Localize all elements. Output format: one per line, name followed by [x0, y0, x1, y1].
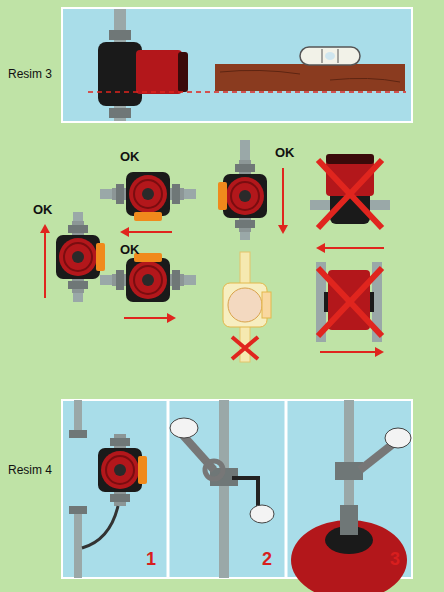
pump-orientations-part: [282, 168, 284, 226]
level-panel-part: [220, 70, 400, 82]
figure-title: Resim 4: [8, 464, 52, 477]
mounting-panel-part: [232, 478, 258, 508]
mounting-panel-part: [74, 506, 82, 578]
pump-orientations: [40, 140, 288, 362]
wrong-orientations-part: [320, 351, 376, 353]
mounting-panel-part: [69, 430, 87, 438]
level-panel-part: [109, 30, 131, 40]
level-panel-part: [322, 49, 323, 63]
level-panel: [62, 8, 412, 122]
pump-orientations-part: [278, 225, 288, 234]
pump-orientations-part: [112, 172, 184, 221]
level-panel-part: [98, 42, 142, 106]
mounting-panel-part: [335, 462, 363, 480]
pump-orientations-part: [112, 253, 184, 302]
pump-orientations-part: [228, 288, 262, 322]
level-panel-part: [325, 52, 335, 60]
level-panel-part: [338, 49, 339, 63]
wrong-orientations-part: [375, 347, 384, 357]
mounting-panel: [62, 400, 412, 592]
level-panel-part: [178, 52, 188, 92]
wrong-orientations-part: [316, 243, 325, 253]
mounting-panel-part: [344, 400, 354, 520]
wrong-orientations-part: [318, 160, 382, 228]
pump-orientations-part: [262, 292, 271, 318]
mounting-panel-part: [170, 418, 198, 438]
wrong-orientations-part: [326, 154, 374, 164]
mounting-panel-part: [385, 428, 411, 448]
mounting-panel-part: [285, 400, 288, 578]
wrong-orientations-part: [318, 268, 382, 336]
level-panel-part: [88, 91, 406, 93]
pump-orientations-part: [223, 283, 267, 327]
pump-orientations-part: [40, 224, 50, 233]
ok-label: OK: [120, 150, 140, 164]
pump-orientations-part: [124, 317, 168, 319]
figure-title: Resim 3: [8, 68, 52, 81]
step-number: 2: [262, 550, 272, 570]
pump-orientations-part: [218, 160, 267, 232]
pump-orientations-part: [120, 227, 129, 237]
wrong-orientations-part: [324, 247, 384, 249]
level-panel-part: [62, 8, 412, 122]
mounting-panel-part: [62, 400, 412, 578]
mounting-panel-part: [219, 400, 229, 578]
mounting-panel-part: [167, 400, 170, 578]
wrong-orientations: [310, 154, 390, 357]
mounting-panel-part: [69, 506, 87, 514]
level-panel-part: [109, 108, 131, 118]
step-number: 3: [390, 550, 400, 570]
level-panel-part: [136, 50, 182, 94]
pump-orientations-part: [44, 232, 46, 298]
mounting-panel-part: [205, 461, 223, 479]
mounting-panel-part: [98, 434, 147, 506]
mounting-panel-part: [82, 506, 118, 548]
pump-orientations-part: [232, 337, 258, 359]
level-panel-part: [300, 47, 360, 65]
step-number: 1: [146, 550, 156, 570]
mounting-panel-part: [340, 505, 358, 535]
ok-label: OK: [120, 243, 140, 257]
pump-orientations-part: [128, 231, 172, 233]
mounting-panel-part: [250, 505, 274, 523]
level-panel-part: [215, 64, 405, 91]
pump-orientations-part: [167, 313, 176, 323]
ok-label: OK: [33, 203, 53, 217]
pump-orientations-part: [56, 221, 105, 293]
ok-label: OK: [275, 146, 295, 160]
